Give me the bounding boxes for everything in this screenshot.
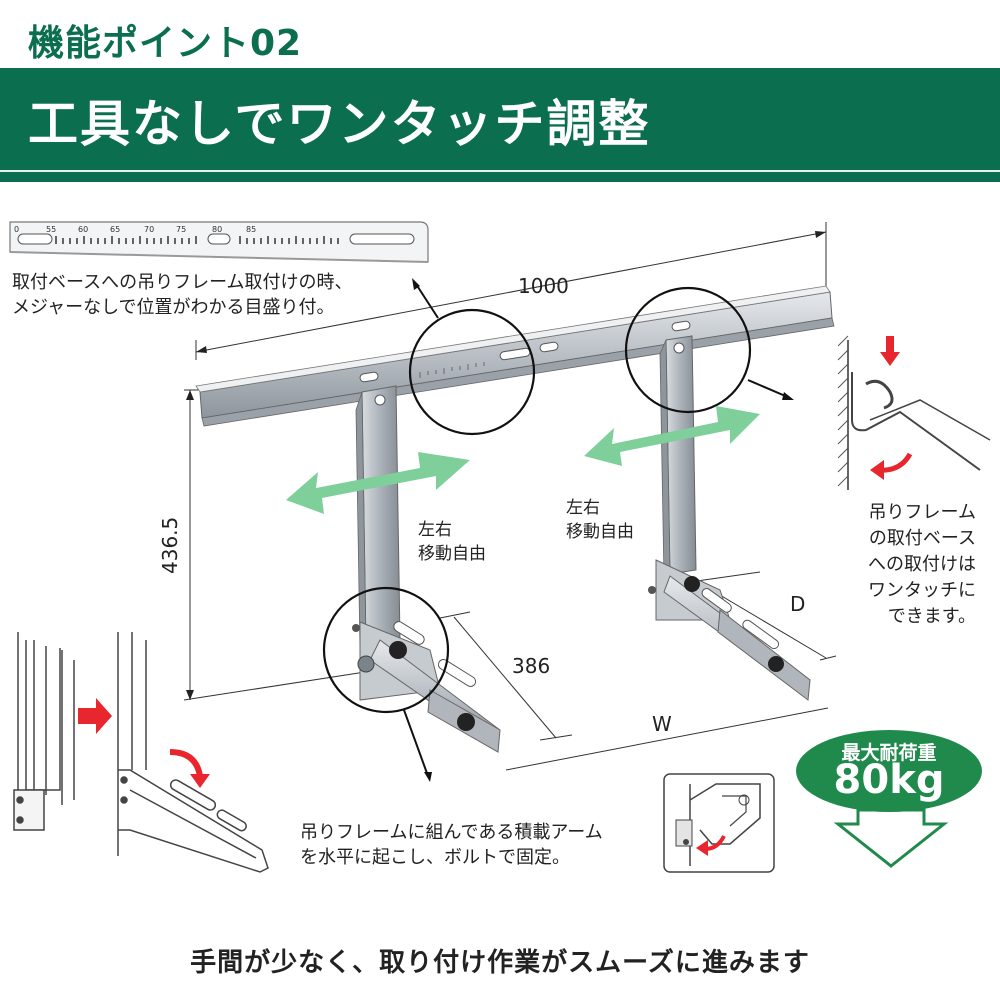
arm-note: 吊りフレームに組んである積載アーム を水平に起こし、ボルトで固定。	[300, 820, 603, 870]
movement-label-left: 左右 移動自由	[418, 518, 486, 566]
footer-text: 手間が少なく、取り付け作業がスムーズに進みます	[190, 948, 810, 978]
scale-note-line-2: メジャーなしで位置がわかる目盛り付。	[12, 297, 335, 318]
scale-strip: 0 55 60 65 70 75 80 85	[9, 221, 429, 263]
scale-tick-55: 55	[46, 225, 56, 234]
callout-leaders	[403, 283, 791, 777]
movement-arrows	[286, 406, 760, 514]
dimension-width: 1000	[518, 274, 569, 298]
arm-note-line-1: 吊りフレームに組んである積載アーム	[300, 822, 603, 843]
scale-tick-60: 60	[78, 225, 88, 234]
movement-left-line-2: 移動自由	[418, 544, 486, 564]
scale-tick-65: 65	[110, 225, 120, 234]
movement-left-line-1: 左右	[418, 520, 452, 540]
scale-tick-75: 75	[176, 225, 186, 234]
bolt-detail-box	[663, 773, 775, 873]
wall-hook-detail	[837, 335, 991, 490]
onetouch-note-line-5: できます。	[887, 606, 976, 627]
load-badge	[796, 730, 982, 812]
onetouch-note: 吊りフレーム の取付ベース への取付けは ワンタッチに できます。	[846, 500, 976, 630]
dimension-arrowheads	[186, 231, 826, 700]
left-hanging-frame	[352, 385, 501, 753]
scale-tick-70: 70	[144, 225, 154, 234]
highlight-circles	[322, 286, 752, 714]
dimension-w: W	[652, 712, 672, 736]
onetouch-note-line-3: への取付けは	[868, 554, 976, 575]
main-title: 工具なしでワンタッチ調整	[28, 95, 651, 153]
title-band	[0, 68, 1000, 182]
dimension-arm: 386	[512, 654, 551, 678]
movement-right-line-1: 左右	[566, 498, 600, 518]
dimension-height: 436.5	[158, 516, 182, 574]
dimension-d: D	[790, 592, 806, 616]
onetouch-note-line-1: 吊りフレーム	[868, 502, 976, 523]
scale-note: 取付ベースへの吊りフレーム取付けの時、 メジャーなしで位置がわかる目盛り付。	[12, 270, 353, 320]
right-hanging-frame	[648, 335, 811, 701]
movement-label-right: 左右 移動自由	[566, 496, 634, 544]
load-badge-value: 80kg	[833, 757, 945, 803]
load-badge-label: 最大耐荷重	[841, 742, 937, 764]
arm-assembly-detail	[13, 632, 269, 873]
point-label: 機能ポイント02	[28, 23, 303, 64]
scale-tick-85: 85	[246, 225, 256, 234]
movement-right-line-2: 移動自由	[566, 522, 634, 542]
bracket-diagram: 0 55 60 65 70 75 80 85	[9, 221, 991, 873]
scale-tick-0: 0	[14, 225, 19, 234]
scale-note-line-1: 取付ベースへの吊りフレーム取付けの時、	[12, 272, 353, 293]
onetouch-note-line-2: の取付ベース	[868, 528, 976, 549]
onetouch-note-line-4: ワンタッチに	[868, 580, 976, 601]
arm-assembly-arrows	[78, 698, 210, 788]
load-down-arrow	[833, 808, 949, 868]
scale-tick-80: 80	[212, 225, 222, 234]
arm-note-line-2: を水平に起こし、ボルトで固定。	[300, 847, 570, 868]
